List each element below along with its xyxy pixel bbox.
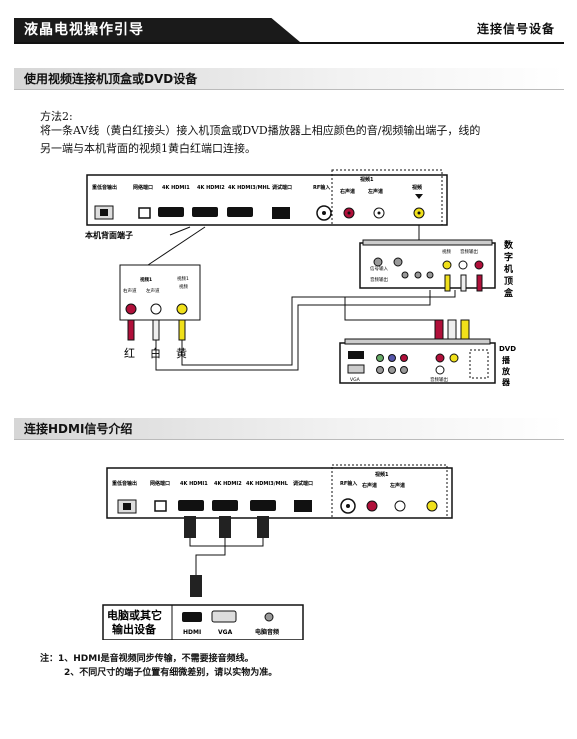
dvd-label-1: DVD bbox=[499, 345, 516, 353]
section1-title: 使用视频连接机顶盒或DVD设备 bbox=[14, 68, 564, 90]
note-line2: 2、不同尺寸的端子位置有细微差别，请以实物为准。 bbox=[64, 668, 278, 678]
hdmi-connection-diagram: 重低音输出 网络端口 4K HDMI1 4K HDMI2 4K HDMI3/MH… bbox=[102, 464, 453, 640]
network-port bbox=[138, 207, 151, 219]
instruction-line1: 将一条AV线（黄白红接头）接入机顶盒或DVD播放器上相应颜色的音/视频输出端子，… bbox=[40, 124, 481, 137]
port2-label-subwoofer: 重低音输出 bbox=[112, 480, 137, 487]
stb-label-1: 数 bbox=[504, 239, 514, 251]
port-label-debug: 调试端口 bbox=[272, 184, 292, 191]
pc-audio-label: 电脑音频 bbox=[255, 628, 279, 636]
stb-label-4: 顶 bbox=[504, 276, 513, 287]
note-line1: 注：1、HDMI是音视频同步传输，不需要接音频线。 bbox=[40, 654, 254, 664]
dvd-label-3: 放 bbox=[501, 366, 511, 376]
header-rule bbox=[14, 42, 564, 44]
stb-red-port bbox=[474, 260, 484, 270]
port-label-hdmi2: 4K HDMI2 bbox=[197, 185, 225, 191]
hdmi1-port-2 bbox=[178, 500, 204, 511]
port-label-network: 网络端口 bbox=[133, 184, 153, 191]
port2-video1-label: 视频1 bbox=[375, 471, 389, 478]
port-label-rf: RF输入 bbox=[313, 184, 330, 191]
av-port-area bbox=[331, 169, 443, 226]
stb-signal-in-label: 信号输入 bbox=[370, 265, 388, 272]
instruction-line2: 另一端与本机背面的视频1黄白红端口连接。 bbox=[40, 142, 256, 155]
dvd-audio-out-label: 音频输出 bbox=[430, 376, 448, 383]
zoom-video1b-label: 视频1 bbox=[177, 275, 189, 282]
video-label: 视频 bbox=[412, 184, 422, 191]
dvd-player bbox=[339, 342, 496, 384]
dvd-label-2: 播 bbox=[502, 355, 511, 365]
back-terminal-label: 本机背面端子 bbox=[84, 230, 133, 240]
pc-hdmi-label: HDMI bbox=[183, 629, 201, 636]
port2-label-network: 网络端口 bbox=[150, 480, 170, 487]
hdmi3-port-2 bbox=[250, 500, 276, 511]
arrow-down-icon bbox=[415, 194, 423, 199]
stb-label-3: 机 bbox=[504, 263, 513, 275]
zoom-left-label: 左声道 bbox=[146, 287, 160, 294]
right-channel-label: 右声道 bbox=[339, 188, 355, 195]
stb-label-2: 字 bbox=[504, 251, 513, 263]
debug-port bbox=[272, 207, 290, 219]
dvd-white-port bbox=[435, 365, 445, 375]
port2-label-debug: 调试端口 bbox=[293, 480, 313, 487]
pc-device bbox=[102, 604, 304, 640]
section-heading: 连接信号设备 bbox=[476, 22, 555, 36]
pc-vga-label: VGA bbox=[218, 629, 233, 636]
section2-title: 连接HDMI信号介绍 bbox=[14, 418, 564, 440]
port-label-subwoofer: 重低音输出 bbox=[92, 184, 117, 191]
port2-label-hdmi1: 4K HDMI1 bbox=[180, 481, 208, 487]
hdmi3-port bbox=[227, 207, 253, 217]
av-connection-diagram: 重低音输出 网络端口 4K HDMI1 4K HDMI2 4K HDMI3/MH… bbox=[84, 169, 516, 387]
stb-av-out-label: 音频输出 bbox=[460, 248, 478, 255]
port-label-hdmi3: 4K HDMI3/MHL bbox=[228, 185, 271, 191]
stb-audio-out-label: 音频输出 bbox=[370, 276, 388, 283]
dvd-vga-label: VGA bbox=[350, 377, 361, 383]
stb-video-label: 视频 bbox=[442, 248, 451, 255]
guide-title: 液晶电视操作引导 bbox=[14, 18, 300, 42]
stb-white-port bbox=[458, 260, 468, 270]
hdmi1-port bbox=[158, 207, 184, 217]
port2-label-hdmi2: 4K HDMI2 bbox=[214, 481, 242, 487]
pc-vga-port bbox=[211, 610, 237, 623]
zoom-red-port bbox=[125, 303, 137, 315]
pc-device-label-2: 输出设备 bbox=[112, 622, 157, 636]
hdmi-plugs bbox=[184, 516, 269, 538]
zoom-right-label: 右声道 bbox=[123, 287, 137, 294]
port2-left-label: 左声道 bbox=[389, 482, 405, 489]
dvd-label-4: 器 bbox=[501, 378, 511, 387]
zoom-video1-label: 视频1 bbox=[140, 276, 152, 283]
pc-device-label-1: 电脑或其它 bbox=[107, 608, 162, 622]
hdmi2-port bbox=[192, 207, 218, 217]
port-label-hdmi1: 4K HDMI1 bbox=[162, 185, 190, 191]
dvd-red-port bbox=[435, 353, 445, 363]
av-plugs-tv bbox=[127, 319, 186, 341]
color-red-label: 红 bbox=[124, 347, 135, 360]
left-channel-label: 左声道 bbox=[367, 188, 383, 195]
video1-label: 视频1 bbox=[360, 176, 374, 183]
zoom-video-label: 视频 bbox=[179, 283, 188, 290]
stb-yellow-port bbox=[442, 260, 452, 270]
dvd-yellow-port bbox=[449, 353, 459, 363]
stb-label-5: 盒 bbox=[503, 287, 514, 299]
pc-hdmi-port bbox=[182, 612, 202, 622]
port2-label-hdmi3: 4K HDMI3/MHL bbox=[246, 481, 289, 487]
zoom-yellow-port bbox=[176, 303, 188, 315]
pc-audio-port bbox=[264, 612, 274, 622]
hdmi2-port-2 bbox=[212, 500, 238, 511]
port2-right-label: 右声道 bbox=[361, 482, 377, 489]
zoom-white-port bbox=[150, 303, 162, 315]
port2-label-rf: RF输入 bbox=[340, 480, 357, 487]
method-label: 方法2: bbox=[40, 110, 73, 123]
